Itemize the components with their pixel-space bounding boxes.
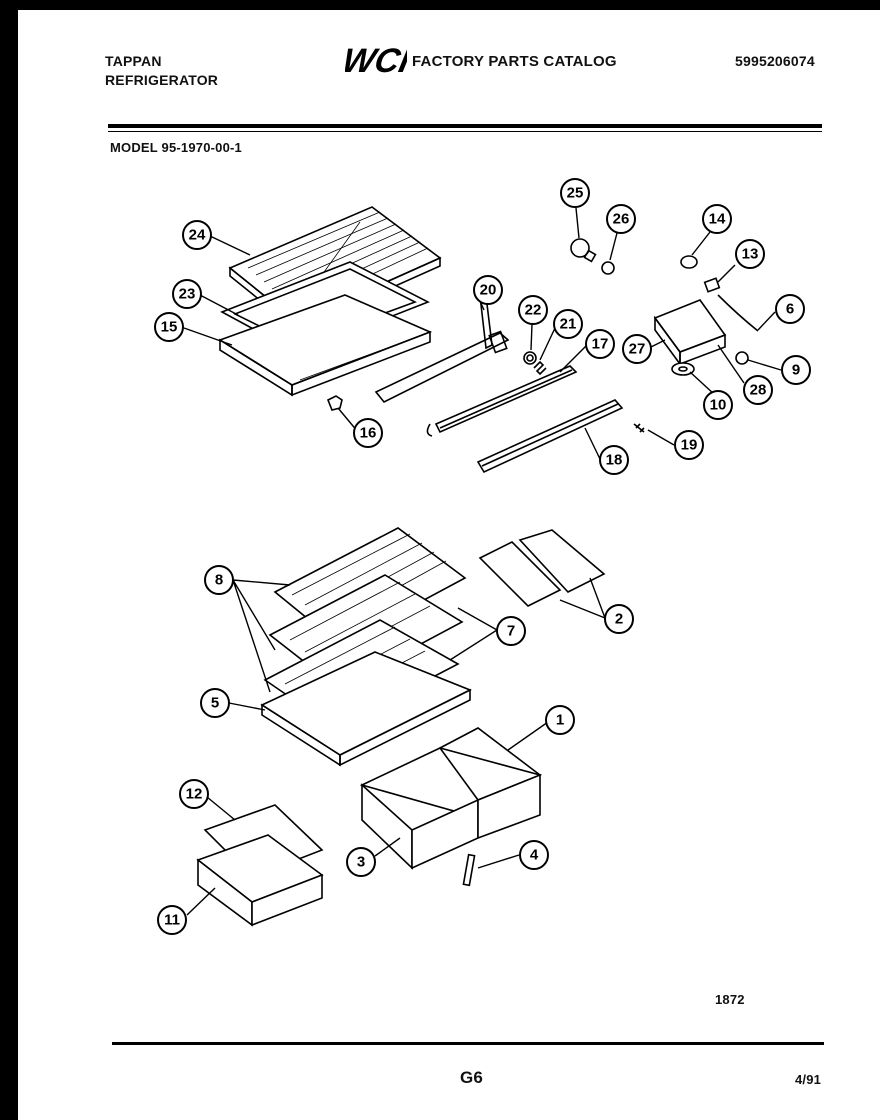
callout-20: 20 xyxy=(473,275,503,305)
catalog-title: FACTORY PARTS CATALOG xyxy=(412,53,617,70)
callout-23: 23 xyxy=(172,279,202,309)
svg-text:10: 10 xyxy=(710,397,727,414)
drawing-number: 1872 xyxy=(715,992,745,1007)
svg-text:24: 24 xyxy=(189,227,206,244)
catalog-number: 5995206074 xyxy=(735,53,815,69)
callout-16: 16 xyxy=(353,418,383,448)
svg-text:27: 27 xyxy=(629,341,646,358)
part-22-knob xyxy=(523,351,537,365)
svg-text:12: 12 xyxy=(186,786,203,803)
svg-text:2: 2 xyxy=(615,611,623,628)
part-4-divider-pin xyxy=(462,853,476,887)
logo-lettering: WCI xyxy=(345,42,407,76)
svg-text:18: 18 xyxy=(606,452,623,469)
part-11-meat-keeper-pan xyxy=(196,834,324,927)
part-19-screw xyxy=(633,423,645,433)
part-15-cover-frame xyxy=(218,294,433,397)
callout-15: 15 xyxy=(154,312,184,342)
callout-6: 6 xyxy=(775,294,805,324)
part-5-crisper-cover xyxy=(260,651,472,767)
callout-21: 21 xyxy=(553,309,583,339)
part-10-dial xyxy=(671,362,695,376)
callout-9: 9 xyxy=(781,355,811,385)
part-20-bracket xyxy=(374,295,510,404)
callout-12: 12 xyxy=(179,779,209,809)
svg-text:15: 15 xyxy=(161,319,178,336)
svg-text:6: 6 xyxy=(786,301,794,318)
svg-text:25: 25 xyxy=(567,185,584,202)
svg-text:16: 16 xyxy=(360,425,377,442)
callout-14: 14 xyxy=(702,204,732,234)
svg-text:26: 26 xyxy=(613,211,630,228)
part-1-crisper-drawer xyxy=(438,727,542,840)
svg-text:4: 4 xyxy=(530,847,539,864)
callout-26: 26 xyxy=(606,204,636,234)
callout-7: 7 xyxy=(496,616,526,646)
product-text: REFRIGERATOR xyxy=(105,72,219,88)
page-code: G6 xyxy=(460,1068,484,1087)
header-rule-thick xyxy=(108,124,822,128)
callout-1: 1 xyxy=(545,705,575,735)
svg-text:5: 5 xyxy=(211,695,219,712)
part-27-control-housing xyxy=(653,299,727,367)
callout-11: 11 xyxy=(157,905,187,935)
part-21-spring xyxy=(533,360,547,376)
svg-text:22: 22 xyxy=(525,302,542,319)
callout-2: 2 xyxy=(604,604,634,634)
callout-19: 19 xyxy=(674,430,704,460)
svg-text:7: 7 xyxy=(507,623,515,640)
model-text: MODEL 95-1970-00-1 xyxy=(110,140,242,155)
svg-text:8: 8 xyxy=(215,572,223,589)
top-edge-bar xyxy=(0,0,880,10)
callout-24: 24 xyxy=(182,220,212,250)
left-binding-strip xyxy=(0,0,18,1120)
wci-logo: WCI xyxy=(339,42,414,80)
part-16-clip xyxy=(326,395,343,411)
footer-rule xyxy=(112,1042,824,1045)
callout-17: 17 xyxy=(585,329,615,359)
svg-text:13: 13 xyxy=(742,246,759,263)
callout-4: 4 xyxy=(519,840,549,870)
callout-28: 28 xyxy=(743,375,773,405)
callout-3: 3 xyxy=(346,847,376,877)
svg-text:28: 28 xyxy=(750,382,767,399)
svg-text:19: 19 xyxy=(681,437,698,454)
part-26-socket xyxy=(601,261,615,275)
svg-text:9: 9 xyxy=(792,362,800,379)
part-14-knob xyxy=(680,255,698,269)
part-6-wire xyxy=(717,294,759,332)
part-2-ice-tray-left xyxy=(478,541,562,607)
callout-18: 18 xyxy=(599,445,629,475)
svg-text:3: 3 xyxy=(357,854,365,871)
part-18-rail xyxy=(476,399,624,474)
callout-22: 22 xyxy=(518,295,548,325)
callout-27: 27 xyxy=(622,334,652,364)
part-13-switch xyxy=(703,277,721,293)
callout-13: 13 xyxy=(735,239,765,269)
svg-text:17: 17 xyxy=(592,336,609,353)
part-25-bulb xyxy=(570,238,597,263)
callout-10: 10 xyxy=(703,390,733,420)
svg-text:23: 23 xyxy=(179,286,196,303)
footer-date: 4/91 xyxy=(795,1072,822,1087)
callout-5: 5 xyxy=(200,688,230,718)
header-rule-thin xyxy=(108,131,822,132)
part-17-rail xyxy=(426,365,578,437)
svg-text:11: 11 xyxy=(164,912,180,929)
svg-text:1: 1 xyxy=(556,712,564,729)
svg-text:21: 21 xyxy=(560,316,577,333)
part-2-ice-tray-right xyxy=(518,529,606,593)
brand-text: TAPPAN xyxy=(105,53,162,69)
callout-8: 8 xyxy=(204,565,234,595)
svg-text:14: 14 xyxy=(709,211,726,228)
part-9-nut xyxy=(735,351,749,365)
svg-text:20: 20 xyxy=(480,282,497,299)
callout-25: 25 xyxy=(560,178,590,208)
